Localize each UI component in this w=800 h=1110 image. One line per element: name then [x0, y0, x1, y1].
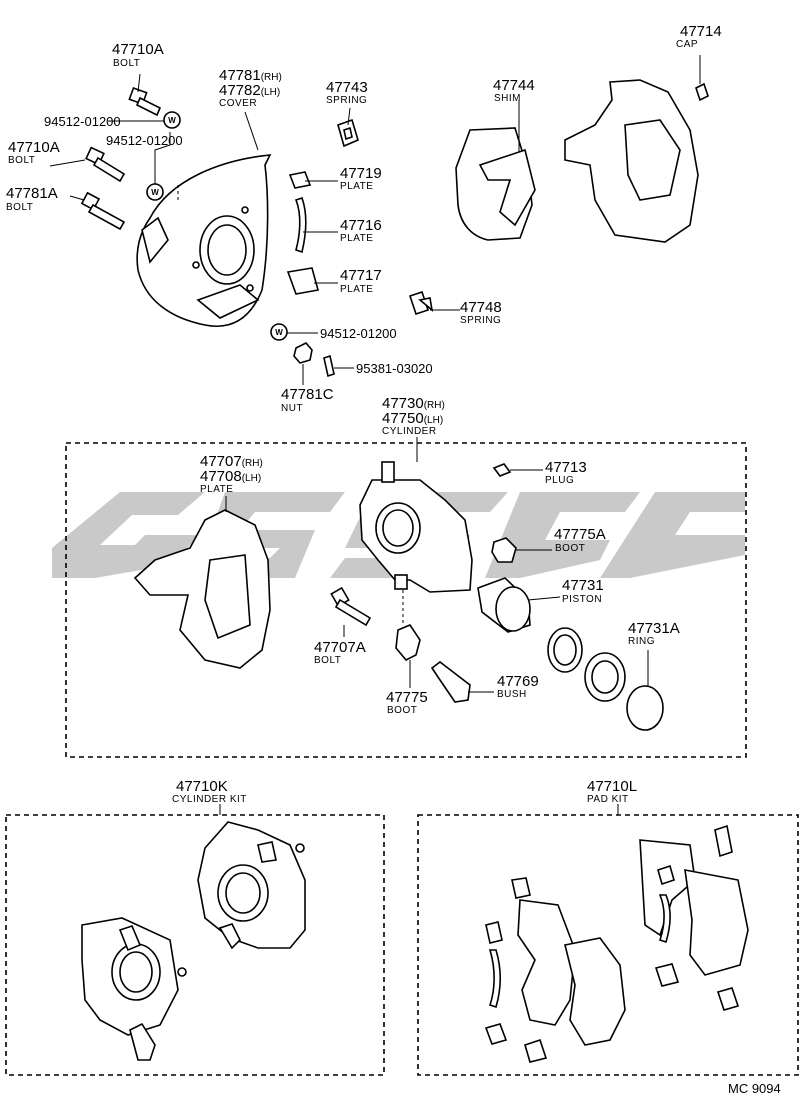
- pad-kit-illustration: [484, 824, 749, 1063]
- part-name-shim: SHIM: [494, 93, 521, 104]
- part-number-47707[interactable]: 47707(RH): [200, 453, 263, 470]
- plate-47707-illustration: [133, 509, 271, 669]
- part-number-47717[interactable]: 47717: [340, 267, 382, 284]
- shim-47744-illustration: [455, 127, 536, 241]
- cylinder-assembly-box: [65, 442, 747, 758]
- pad-kit-box: [417, 814, 799, 1076]
- dust-cover-illustration: [136, 154, 272, 327]
- bolt-47781A-illustration: [80, 191, 126, 231]
- bolt-47710A-mid-illustration: [85, 146, 126, 183]
- part-name-plug: PLUG: [545, 475, 575, 486]
- cap-47714-illustration: [695, 82, 709, 102]
- boot-ring-illustration: [584, 652, 626, 702]
- part-number-47748[interactable]: 47748: [460, 299, 502, 316]
- part-name-cap: CAP: [676, 39, 699, 50]
- part-number-47743[interactable]: 47743: [326, 79, 368, 96]
- washer-94512-top-illustration: W: [163, 111, 181, 129]
- plate-47716-illustration: [294, 196, 307, 254]
- part-name-ring: RING: [628, 636, 655, 647]
- part-name-plate-47719: PLATE: [340, 181, 374, 192]
- washer-94512-mid-illustration: W: [146, 183, 164, 201]
- part-number-47775A[interactable]: 47775A: [554, 526, 606, 543]
- part-name-bolt-47707A: BOLT: [314, 655, 342, 666]
- piston-47731-illustration: [477, 577, 531, 633]
- part-number-95381[interactable]: 95381-03020: [356, 361, 433, 376]
- ring-47731A-illustration: [626, 685, 664, 731]
- part-number-47730[interactable]: 47730(RH): [382, 395, 445, 412]
- part-name-cylinder: CYLINDER: [382, 426, 437, 437]
- part-name-spring-47743: SPRING: [326, 95, 368, 106]
- part-number-47781A[interactable]: 47781A: [6, 185, 58, 202]
- part-number-47716[interactable]: 47716: [340, 217, 382, 234]
- part-name-cover: COVER: [219, 98, 258, 109]
- part-name-bolt-47781A: BOLT: [6, 202, 34, 213]
- part-name-piston: PISTON: [562, 594, 603, 605]
- part-number-47775[interactable]: 47775: [386, 689, 428, 706]
- part-name-nut: NUT: [281, 403, 304, 414]
- part-number-47781[interactable]: 47781(RH): [219, 67, 282, 84]
- part-number-47782[interactable]: 47782(LH): [219, 82, 281, 99]
- part-number-47710A-top[interactable]: 47710A: [112, 41, 164, 58]
- part-name-plate-47708: PLATE: [200, 484, 234, 495]
- nut-47781C-illustration: [293, 342, 313, 364]
- svg-text:W: W: [275, 328, 283, 337]
- spring-47743-illustration: [337, 118, 359, 148]
- part-number-47731[interactable]: 47731: [562, 577, 604, 594]
- part-number-47781C[interactable]: 47781C: [281, 386, 334, 403]
- svg-text:W: W: [168, 116, 176, 125]
- part-number-47719[interactable]: 47719: [340, 165, 382, 182]
- part-number-47744[interactable]: 47744: [493, 77, 535, 94]
- part-name-bolt-mid: BOLT: [8, 155, 36, 166]
- part-number-47750[interactable]: 47750(LH): [382, 410, 444, 427]
- part-number-47710A-mid[interactable]: 47710A: [8, 139, 60, 156]
- plug-47713-illustration: [492, 463, 512, 477]
- bolt-47710A-top-illustration: [128, 86, 162, 117]
- part-name-boot-47775A: BOOT: [555, 543, 586, 554]
- bolt-47707A-illustration: [330, 586, 372, 627]
- part-number-47713[interactable]: 47713: [545, 459, 587, 476]
- part-number-47769[interactable]: 47769: [497, 673, 539, 690]
- plate-47719-illustration: [288, 171, 312, 189]
- part-name-boot-47775: BOOT: [387, 705, 418, 716]
- bush-47769-illustration: [430, 660, 471, 703]
- cylinder-kit-illustration: [81, 821, 306, 1061]
- part-number-47714[interactable]: 47714: [680, 23, 722, 40]
- part-name-pad-kit: PAD KIT: [587, 794, 629, 805]
- part-name-plate-47716: PLATE: [340, 233, 374, 244]
- part-name-bush: BUSH: [497, 689, 527, 700]
- part-number-94512-b[interactable]: 94512-01200: [106, 133, 183, 148]
- part-number-47708[interactable]: 47708(LH): [200, 468, 262, 485]
- part-number-94512-c[interactable]: 94512-01200: [320, 326, 397, 341]
- boot-47775-illustration: [395, 624, 421, 661]
- part-number-47710L[interactable]: 47710L: [587, 778, 638, 795]
- svg-text:W: W: [151, 188, 159, 197]
- part-number-47707A[interactable]: 47707A: [314, 639, 366, 656]
- part-name-spring-47748: SPRING: [460, 315, 502, 326]
- pin-95381-illustration: [323, 354, 335, 378]
- plate-47717-illustration: [286, 267, 320, 295]
- diagram-code: MC 9094: [728, 1081, 781, 1096]
- washer-94512-low-illustration: W: [270, 323, 288, 341]
- cylinder-47730-illustration: [359, 461, 473, 593]
- part-number-94512-a[interactable]: 94512-01200: [44, 114, 121, 129]
- part-number-47731A[interactable]: 47731A: [628, 620, 680, 637]
- caliper-bracket-illustration: [564, 79, 699, 243]
- boot-47775A-illustration: [491, 537, 517, 563]
- part-name-bolt-top: BOLT: [113, 58, 141, 69]
- spring-47748-illustration: [408, 290, 434, 316]
- part-name-plate-47717: PLATE: [340, 284, 374, 295]
- part-name-cylinder-kit: CYLINDER KIT: [172, 794, 247, 805]
- seal-ring-illustration: [547, 627, 583, 673]
- cylinder-kit-box: [5, 814, 385, 1076]
- part-number-47710K[interactable]: 47710K: [176, 778, 228, 795]
